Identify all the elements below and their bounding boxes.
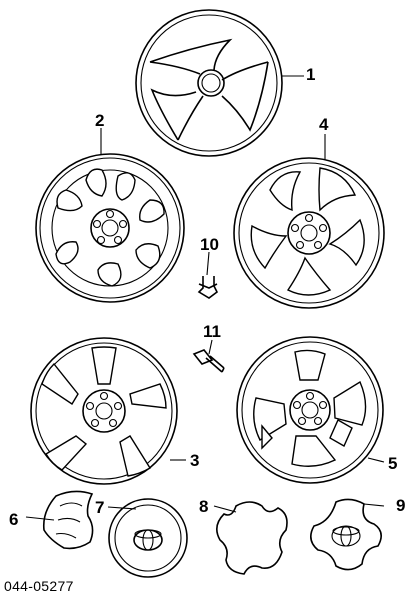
part-2-wheel (35, 128, 185, 303)
part-4-wheel (233, 134, 385, 309)
callout-10: 10 (200, 235, 219, 254)
part-7-center-cap (107, 498, 188, 578)
callout-7: 7 (95, 498, 105, 517)
illustration-code: 044-05277 (4, 578, 74, 594)
callout-1: 1 (306, 65, 316, 84)
callout-9: 9 (396, 496, 406, 515)
part-1-wheel-cover (135, 9, 304, 157)
part-10-lug-nut (197, 251, 219, 299)
part-5-wheel (236, 336, 385, 484)
part-8-center-cap (213, 501, 288, 575)
callout-3: 3 (190, 451, 200, 470)
callout-11: 11 (203, 322, 221, 341)
callout-5: 5 (388, 454, 398, 473)
part-9-center-cap (310, 498, 385, 571)
part-6-center-cap (25, 490, 94, 550)
part-3-wheel (30, 337, 186, 485)
callout-2: 2 (95, 111, 105, 130)
part-11-lug-bolt (192, 339, 225, 373)
callout-4: 4 (319, 115, 329, 134)
callout-6: 6 (9, 510, 19, 529)
callout-8: 8 (199, 497, 209, 516)
